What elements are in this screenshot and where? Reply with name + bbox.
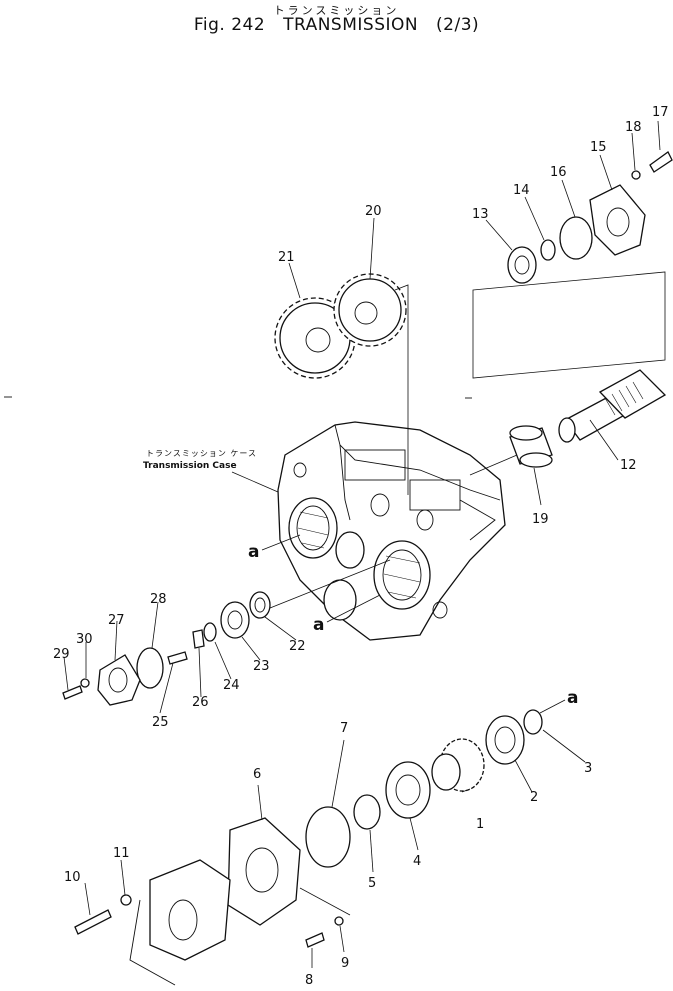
lower-axis-line — [299, 887, 351, 916]
lock-26 — [192, 629, 205, 649]
header-japanese-title: トランスミッション — [273, 4, 400, 17]
snap-ring-3 — [523, 709, 543, 735]
callout-3: 3 — [584, 761, 592, 776]
callout-leaders — [63, 120, 661, 968]
snap-ring-5 — [353, 794, 381, 830]
callout-26: 26 — [192, 695, 209, 710]
middle-axis-line — [259, 559, 391, 613]
bearing-4 — [385, 761, 431, 819]
mating-housing — [129, 859, 231, 986]
snap-ring-14 — [540, 239, 556, 261]
o-ring-28 — [136, 647, 164, 689]
bolt-10 — [74, 909, 112, 935]
callout-6: 6 — [253, 767, 261, 782]
washer-11 — [120, 894, 132, 906]
callout-21: 21 — [278, 250, 295, 265]
gear-axis-line — [394, 284, 409, 495]
bolt-17 — [649, 151, 673, 173]
callout-20: 20 — [365, 204, 382, 219]
shaft-12 — [558, 369, 667, 443]
callout-7: 7 — [340, 721, 348, 736]
callout-30: 30 — [76, 632, 93, 647]
callout-11: 11 — [113, 846, 130, 861]
washer-30 — [80, 678, 90, 688]
callout-27: 27 — [108, 613, 125, 628]
callout-4: 4 — [413, 854, 421, 869]
callout-22: 22 — [289, 639, 306, 654]
callout-13: 13 — [472, 207, 489, 222]
washer-9 — [334, 916, 344, 926]
cover-27 — [97, 654, 141, 706]
callout-19: 19 — [532, 512, 549, 527]
callout-1: 1 — [476, 817, 484, 832]
housing-6 — [227, 817, 301, 926]
transmission-case — [277, 421, 506, 641]
callout-24: 24 — [223, 678, 240, 693]
gear-1 — [431, 738, 485, 792]
case-label: トランスミッション ケース Transmission Case — [143, 449, 279, 493]
case-label-english: Transmission Case — [143, 461, 237, 471]
callout-17: 17 — [652, 105, 669, 120]
callout-numbers: 1 2 3 4 5 6 7 8 9 10 11 12 13 14 16 15 1… — [53, 105, 669, 988]
case-label-leader — [231, 471, 279, 493]
bearing-2 — [485, 715, 525, 765]
o-ring-7 — [305, 806, 351, 868]
bolt-25 — [167, 651, 188, 665]
callout-23: 23 — [253, 659, 270, 674]
callout-5: 5 — [368, 876, 376, 891]
callout-28: 28 — [150, 592, 167, 607]
callout-18: 18 — [625, 120, 642, 135]
callout-29: 29 — [53, 647, 70, 662]
bolt-8 — [305, 932, 325, 948]
bolt-29 — [62, 685, 83, 700]
callout-9: 9 — [341, 956, 349, 971]
cover-15 — [589, 184, 646, 256]
sleeve-19 — [509, 425, 553, 468]
callout-15-placeholder: 16 — [550, 165, 567, 180]
sleeve-guide-line — [469, 454, 518, 476]
bearing-13 — [507, 246, 537, 284]
figure-number: Fig. 242 — [193, 15, 266, 35]
gear-20 — [333, 273, 407, 347]
callout-8: 8 — [305, 973, 313, 988]
header-title-line: Fig. 242 TRANSMISSION (2/3) — [0, 15, 673, 35]
sheet-number: (2/3) — [436, 15, 480, 35]
callout-15: 15 — [590, 140, 607, 155]
bearing-23 — [220, 601, 250, 639]
figure-title: TRANSMISSION — [283, 15, 419, 35]
o-ring-16 — [559, 216, 593, 260]
plate-24 — [203, 622, 217, 642]
washer-18 — [631, 170, 641, 180]
case-label-japanese: トランスミッション ケース — [146, 449, 257, 458]
callout-10: 10 — [64, 870, 81, 885]
seal-22 — [249, 591, 271, 619]
callout-2: 2 — [530, 790, 538, 805]
reference-mark-a-case-left: a — [248, 542, 259, 562]
callout-14: 14 — [513, 183, 530, 198]
reference-mark-a-case-right: a — [313, 615, 324, 635]
shaft-bracket-frame — [472, 271, 666, 379]
reference-mark-a-lower: a — [567, 688, 578, 708]
callout-12: 12 — [620, 458, 637, 473]
callout-25: 25 — [152, 715, 169, 730]
reference-marks: a a a — [248, 534, 578, 714]
